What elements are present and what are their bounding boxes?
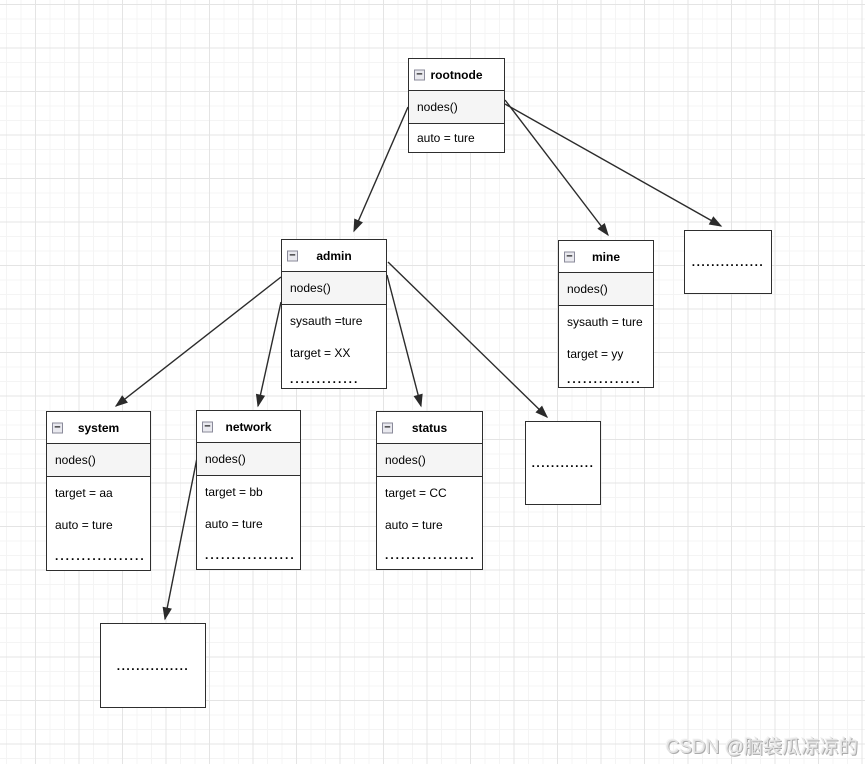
arrowhead-icon (597, 222, 609, 237)
edge-rootnode-mine[interactable] (504, 99, 609, 237)
node-method-row: nodes() (197, 443, 300, 476)
arrowhead-icon (114, 395, 128, 407)
collapse-icon[interactable]: − (564, 251, 575, 262)
node-title: system (77, 420, 120, 435)
edge-admin-system[interactable] (114, 276, 282, 407)
collapse-icon[interactable]: − (382, 422, 393, 433)
node-rootnode[interactable]: − rootnode nodes() auto = ture (408, 58, 505, 153)
node-mine[interactable]: − mine nodes() sysauth = ture target = y… (558, 240, 654, 388)
edge-rootnode-placeholder-right[interactable] (504, 103, 723, 227)
node-attr: auto = ture (385, 518, 443, 532)
node-attr: target = aa (55, 486, 113, 500)
arrowhead-icon (162, 606, 172, 621)
arrowhead-icon (353, 218, 363, 233)
dots-line: .............. (567, 371, 642, 386)
node-admin[interactable]: − admin nodes() sysauth =ture target = X… (281, 239, 387, 389)
collapse-icon[interactable]: − (202, 421, 213, 432)
node-attrs: auto = ture (409, 124, 504, 152)
node-title: rootnode (430, 67, 483, 82)
edge-admin-status[interactable] (386, 274, 423, 408)
dots-line: ............. (531, 456, 595, 470)
node-method-row: nodes() (282, 272, 386, 305)
node-attr: sysauth =ture (290, 314, 363, 328)
collapse-icon[interactable]: − (52, 422, 63, 433)
node-title: network (225, 419, 272, 434)
dots-line: ............. (290, 371, 360, 386)
node-attrs: sysauth = ture target = yy .............… (559, 306, 653, 387)
node-method-row: nodes() (409, 91, 504, 124)
node-title: status (411, 420, 448, 435)
dots-line: ................. (385, 548, 476, 562)
node-attrs: target = CC auto = ture ................… (377, 477, 482, 569)
collapse-icon[interactable]: − (287, 250, 298, 261)
edge-rootnode-admin[interactable] (353, 106, 409, 233)
node-attr: auto = ture (205, 517, 263, 531)
node-method-row: nodes() (559, 273, 653, 306)
node-attr: auto = ture (417, 131, 475, 145)
node-title-row: − system (47, 412, 150, 444)
node-attrs: target = bb auto = ture ................… (197, 476, 300, 569)
node-title-row: − rootnode (409, 59, 504, 91)
arrowhead-icon (255, 393, 266, 408)
arrowhead-icon (413, 393, 423, 408)
edge-admin-network[interactable] (255, 301, 282, 408)
dots-line: ................. (205, 547, 296, 562)
collapse-icon[interactable]: − (414, 69, 425, 80)
node-placeholder-bottom[interactable]: ............... (100, 623, 206, 708)
node-placeholder-right[interactable]: ............... (684, 230, 772, 294)
node-placeholder-mid[interactable]: ............. (525, 421, 601, 505)
node-attr: auto = ture (55, 518, 113, 532)
node-method-row: nodes() (377, 444, 482, 477)
node-attr: target = XX (290, 346, 351, 360)
arrowhead-icon (535, 405, 549, 419)
node-title: mine (591, 249, 620, 264)
dots-line: ............... (691, 255, 765, 269)
node-system[interactable]: − system nodes() target = aa auto = ture… (46, 411, 151, 571)
node-attrs: sysauth =ture target = XX ............. (282, 305, 386, 388)
edge-network-placeholder-bottom[interactable] (162, 457, 198, 621)
node-network[interactable]: − network nodes() target = bb auto = tur… (196, 410, 301, 570)
node-title-row: − mine (559, 241, 653, 273)
node-attr: target = CC (385, 486, 447, 500)
node-title-row: − network (197, 411, 300, 443)
node-attrs: target = aa auto = ture ................… (47, 477, 150, 570)
dots-line: ................. (55, 548, 146, 563)
node-attr: sysauth = ture (567, 315, 643, 329)
node-status[interactable]: − status nodes() target = CC auto = ture… (376, 411, 483, 570)
edge-admin-placeholder-mid[interactable] (387, 261, 549, 419)
arrowhead-icon (708, 216, 723, 227)
node-title-row: − admin (282, 240, 386, 272)
node-title: admin (316, 248, 352, 263)
node-attr: target = bb (205, 485, 263, 499)
node-title-row: − status (377, 412, 482, 444)
node-attr: target = yy (567, 347, 624, 361)
node-method-row: nodes() (47, 444, 150, 477)
watermark: CSDN @脑袋瓜凉凉的 (665, 737, 858, 758)
dots-line: ............... (116, 658, 190, 673)
